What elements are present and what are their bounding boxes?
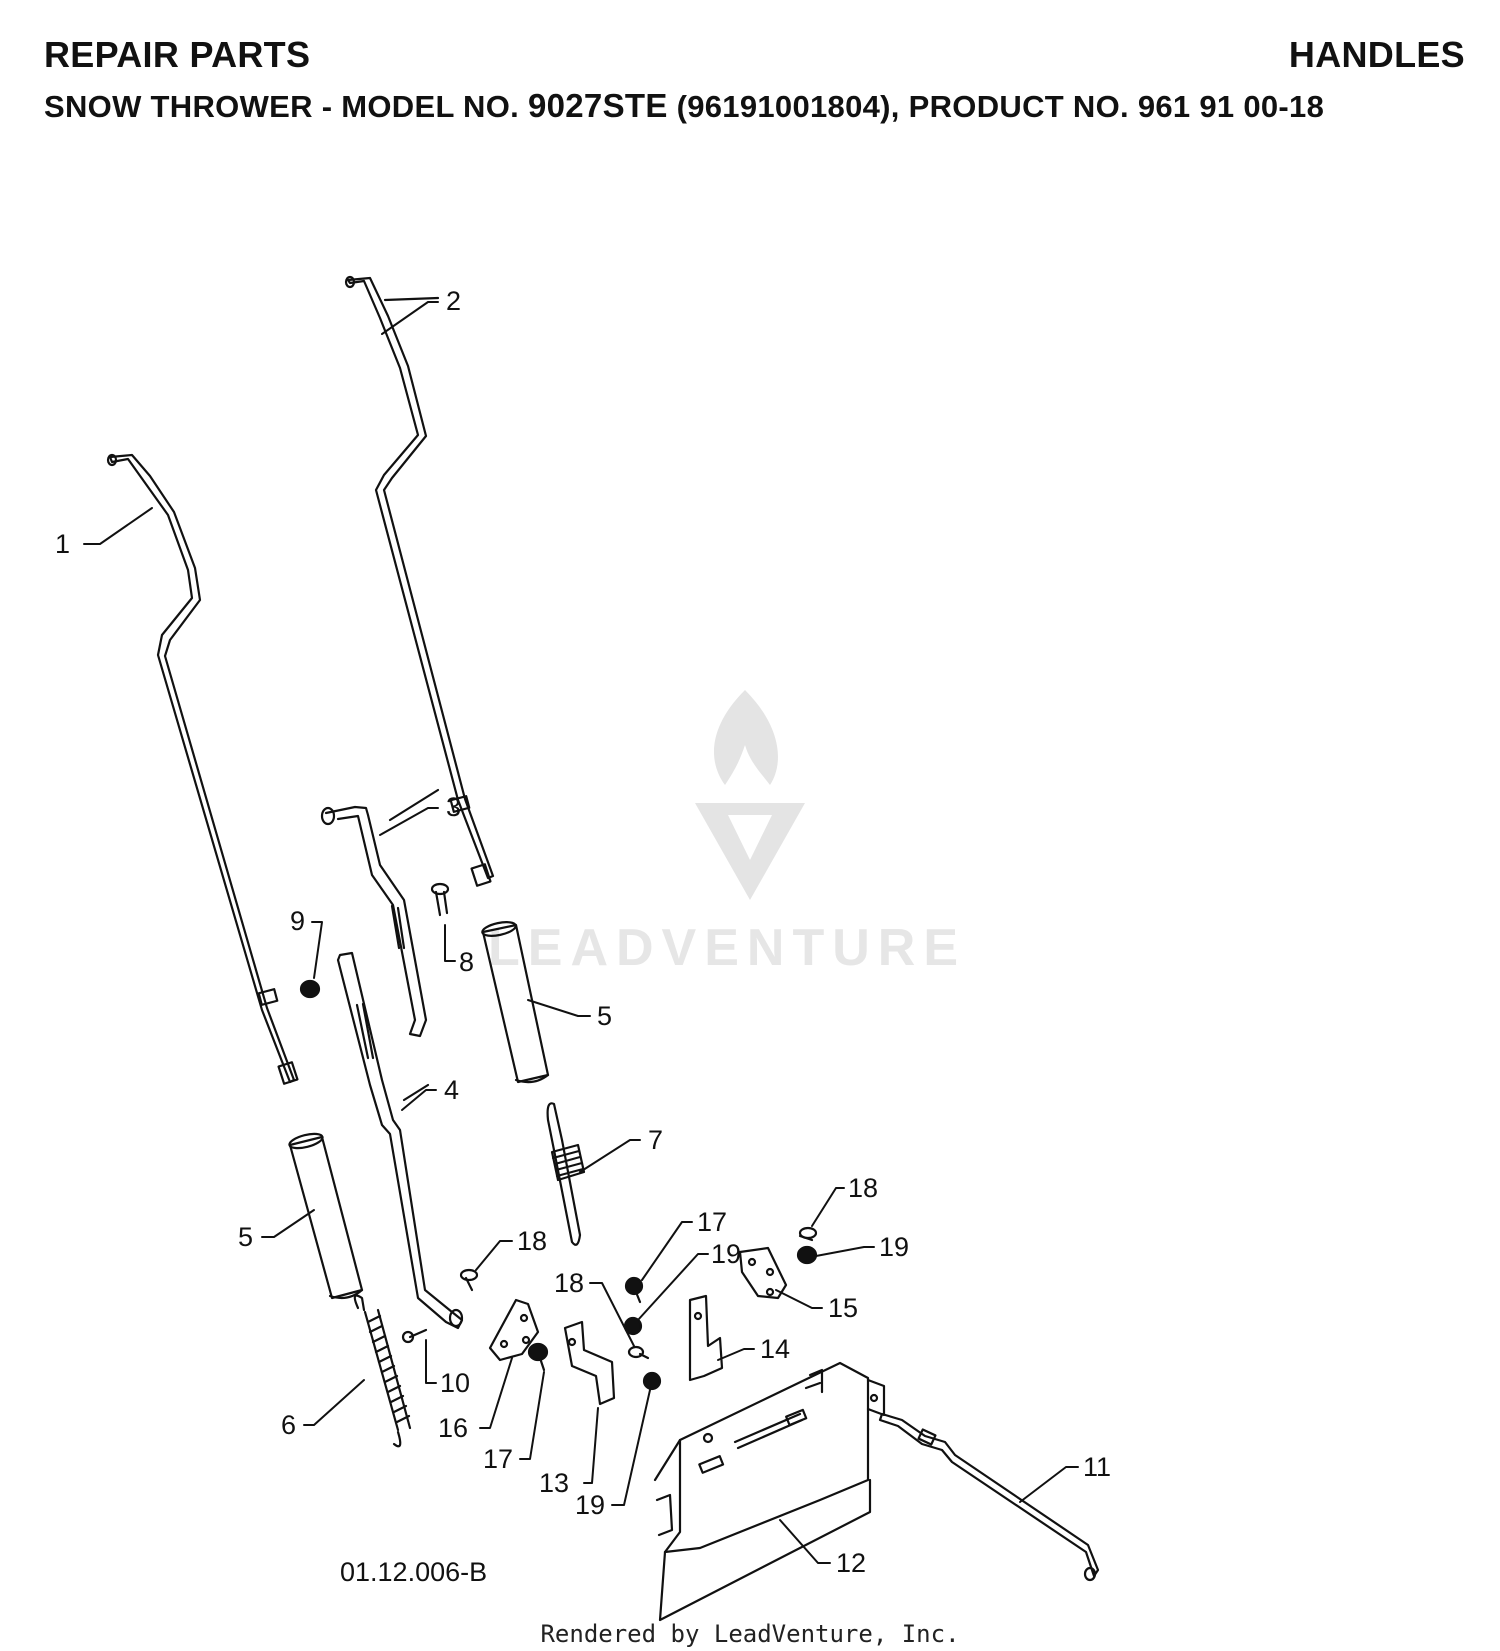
callout-19a: 19 xyxy=(711,1239,741,1269)
part-19-nut-right xyxy=(796,1245,818,1265)
callout-4: 4 xyxy=(444,1075,459,1105)
subtitle-suffix: (96191001804), PRODUCT NO. 961 91 00-18 xyxy=(676,89,1325,124)
callout-13: 13 xyxy=(539,1468,569,1498)
leader-17a xyxy=(519,1371,545,1460)
part-15-plate xyxy=(738,1246,788,1300)
leader-6 xyxy=(303,1379,365,1426)
leader-lines xyxy=(83,301,1079,1564)
leader-5a xyxy=(527,999,591,1017)
v-watermark-icon xyxy=(695,803,805,900)
part-11-cable-rod xyxy=(878,1412,1100,1582)
part-5-handle-grip-lower xyxy=(288,1132,364,1300)
part-5-handle-grip-upper xyxy=(481,921,550,1084)
drawing-code: 01.12.006-B xyxy=(340,1557,487,1587)
leader-18b xyxy=(589,1282,635,1347)
part-2-handle-rod xyxy=(344,275,495,887)
part-17-bolt-upper xyxy=(624,1276,644,1304)
part-17-bolt-lower xyxy=(527,1342,549,1372)
leader-12 xyxy=(779,1519,831,1564)
callout-1: 1 xyxy=(55,529,70,559)
part-7-spring xyxy=(546,1102,586,1246)
part-16-plate xyxy=(488,1298,540,1362)
part-9-nut xyxy=(299,979,321,999)
part-18-bolt-left xyxy=(459,1268,479,1292)
leader-13 xyxy=(583,1407,599,1484)
model-number: 9027STE xyxy=(527,87,668,124)
part-13-bracket xyxy=(563,1320,616,1406)
part-19-nut-lower xyxy=(642,1371,662,1391)
leader-16 xyxy=(479,1357,513,1429)
subtitle-prefix: SNOW THROWER - MODEL NO. xyxy=(44,89,520,124)
callout-14: 14 xyxy=(760,1334,790,1364)
section-title: HANDLES xyxy=(1288,34,1465,75)
page-title: REPAIR PARTS xyxy=(44,34,311,75)
callout-2: 2 xyxy=(446,286,461,316)
leader-11 xyxy=(1019,1466,1079,1503)
leader-18c xyxy=(811,1187,845,1227)
part-18-bolt-middle xyxy=(627,1345,650,1360)
leader-19b xyxy=(815,1246,875,1257)
part-1-handle-rod xyxy=(106,453,299,1085)
callout-18c: 18 xyxy=(848,1173,878,1203)
leader-4 xyxy=(401,1089,437,1111)
callout-7: 7 xyxy=(648,1125,663,1155)
callout-16: 16 xyxy=(438,1413,468,1443)
leader-17b xyxy=(641,1221,693,1281)
watermark-text: LEADVENTURE xyxy=(488,919,966,977)
leader-19c xyxy=(611,1389,651,1506)
callout-5b: 5 xyxy=(238,1222,253,1252)
part-8-bolt xyxy=(430,882,450,917)
leader-1 xyxy=(83,507,153,545)
callout-18a: 18 xyxy=(517,1226,547,1256)
callout-17b: 17 xyxy=(697,1207,727,1237)
part-3-link-arm xyxy=(320,788,440,1038)
leader-19a xyxy=(637,1253,709,1321)
callout-10: 10 xyxy=(440,1368,470,1398)
leader-8 xyxy=(444,924,456,962)
part-19-nut-middle xyxy=(623,1316,643,1336)
leader-15 xyxy=(775,1289,823,1309)
callout-19c: 19 xyxy=(575,1490,605,1520)
leader-2 xyxy=(381,301,439,335)
callout-6: 6 xyxy=(281,1410,296,1440)
rendered-by-footer: Rendered by LeadVenture, Inc. xyxy=(540,1620,960,1648)
model-subtitle: SNOW THROWER - MODEL NO. 9027STE (961910… xyxy=(44,87,1324,125)
callout-3: 3 xyxy=(446,792,461,822)
part-14-bracket xyxy=(688,1294,724,1382)
callout-8: 8 xyxy=(459,947,474,977)
callout-9: 9 xyxy=(290,906,305,936)
callout-12: 12 xyxy=(836,1548,866,1578)
leader-10 xyxy=(425,1339,437,1384)
callout-15: 15 xyxy=(828,1293,858,1323)
leader-7 xyxy=(579,1139,641,1173)
flame-watermark-icon xyxy=(713,690,778,785)
part-18-bolt-right xyxy=(798,1226,818,1242)
leader-18a xyxy=(475,1240,513,1271)
watermark: LEADVENTURE xyxy=(488,690,966,977)
part-10-pin xyxy=(401,1328,428,1344)
leader-14 xyxy=(717,1348,755,1361)
part-6-extension-spring xyxy=(353,1294,412,1448)
callout-labels: 1 2 3 4 5 5 6 7 8 9 10 11 12 13 14 15 16… xyxy=(55,286,1111,1587)
callout-17a: 17 xyxy=(483,1444,513,1474)
part-4-shift-link xyxy=(336,951,464,1330)
leader-3 xyxy=(379,807,439,836)
callout-11: 11 xyxy=(1083,1452,1111,1482)
callout-19b: 19 xyxy=(879,1232,909,1262)
part-12-mounting-plate xyxy=(653,1361,886,1622)
callout-18b: 18 xyxy=(554,1268,584,1298)
leader-9 xyxy=(311,921,323,979)
callout-5a: 5 xyxy=(597,1001,612,1031)
leader-5b xyxy=(261,1209,315,1238)
